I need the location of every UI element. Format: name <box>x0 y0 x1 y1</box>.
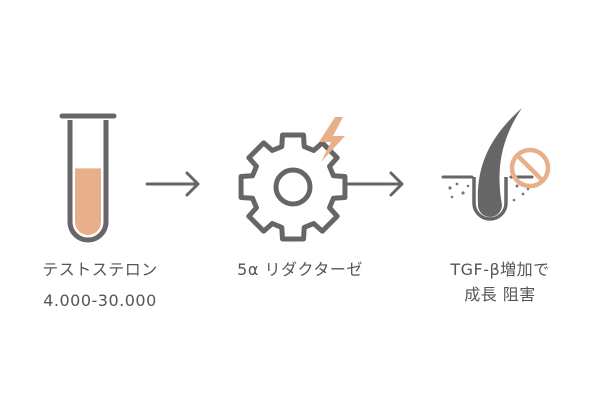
arrow-right-icon <box>346 171 404 197</box>
test-tube-liquid <box>75 168 101 235</box>
growth-inhibition-label: TGF-β増加で 成長 阻害 <box>405 257 595 307</box>
gear-icon <box>238 132 348 242</box>
testosterone-label: テストステロン 4.000-30.000 <box>10 257 190 313</box>
hair-shaft-icon <box>477 108 522 217</box>
gear-hub <box>273 167 313 207</box>
test-tube-body <box>67 120 109 243</box>
tgf-beta-line: TGF-β増加で <box>450 260 550 279</box>
follicle-sheath <box>472 177 508 221</box>
prohibition-icon <box>509 147 551 189</box>
hair-follicle-blocked-icon <box>441 108 551 221</box>
gear-lightning-icon <box>238 117 348 242</box>
reductase-label: 5α リダクターゼ <box>210 257 390 282</box>
reductase-title: 5α リダクターゼ <box>237 260 363 279</box>
lightning-icon <box>319 117 345 162</box>
testosterone-range: 4.000-30.000 <box>43 291 157 310</box>
test-tube-icon <box>59 113 117 243</box>
growth-inhibition-line: 成長 阻害 <box>464 285 536 304</box>
skin-dots <box>448 182 530 202</box>
arrow-right-icon <box>145 171 200 197</box>
testosterone-title: テストステロン <box>42 260 158 279</box>
